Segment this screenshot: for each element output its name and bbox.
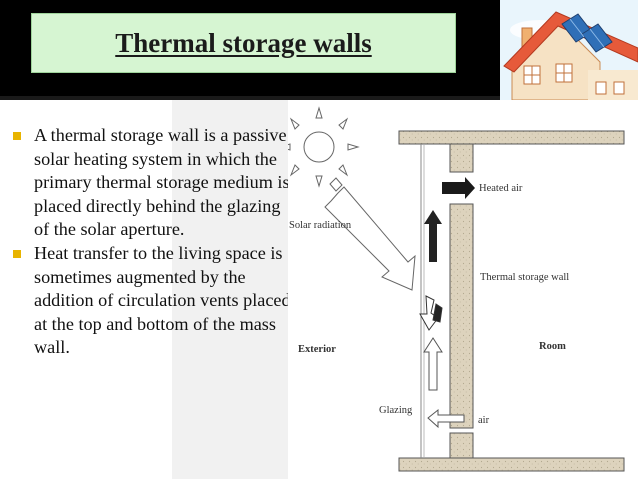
- label-air: air: [478, 415, 490, 426]
- wall-bottom-stub: [449, 432, 474, 459]
- title-box: Thermal storage walls: [31, 13, 456, 73]
- header-rule: [0, 96, 638, 100]
- label-room: Room: [539, 341, 566, 352]
- label-heated-air: Heated air: [479, 183, 523, 194]
- wall-top-stub: [449, 143, 474, 173]
- house-solar-panel-icon: [500, 0, 638, 101]
- thermal-storage-wall: [449, 203, 474, 429]
- ceiling-slab: [398, 130, 625, 145]
- label-solar-radiation: Solar radiation: [289, 220, 352, 231]
- floor-slab: [398, 457, 625, 472]
- sun-icon: [278, 106, 360, 188]
- bullet-item: Heat transfer to the living space is som…: [10, 242, 292, 360]
- bullet-square-icon: [13, 249, 21, 258]
- thermal-wall-diagram: Heated air Solar radiation Thermal stora…: [278, 100, 638, 479]
- label-exterior: Exterior: [298, 344, 336, 355]
- bullet-square-icon: [13, 132, 21, 140]
- text-panel-shade: [172, 100, 292, 479]
- label-thermal-storage-wall: Thermal storage wall: [480, 272, 569, 283]
- bullet-item: A thermal storage wall is a passive sola…: [10, 124, 292, 242]
- upward-air-arrow: [424, 210, 442, 262]
- deflected-radiation-arrow: [419, 295, 443, 331]
- heated-air-arrow: [442, 177, 475, 199]
- bullet-text: A thermal storage wall is a passive sola…: [34, 125, 290, 240]
- bullet-list: A thermal storage wall is a passive sola…: [10, 124, 292, 360]
- slide-title: Thermal storage walls: [115, 27, 372, 58]
- solar-radiation-arrow: [324, 177, 416, 291]
- rising-air-arrow: [423, 337, 443, 391]
- bullet-text: Heat transfer to the living space is som…: [34, 242, 291, 358]
- return-air-arrow: [427, 408, 465, 429]
- label-glazing: Glazing: [379, 405, 413, 416]
